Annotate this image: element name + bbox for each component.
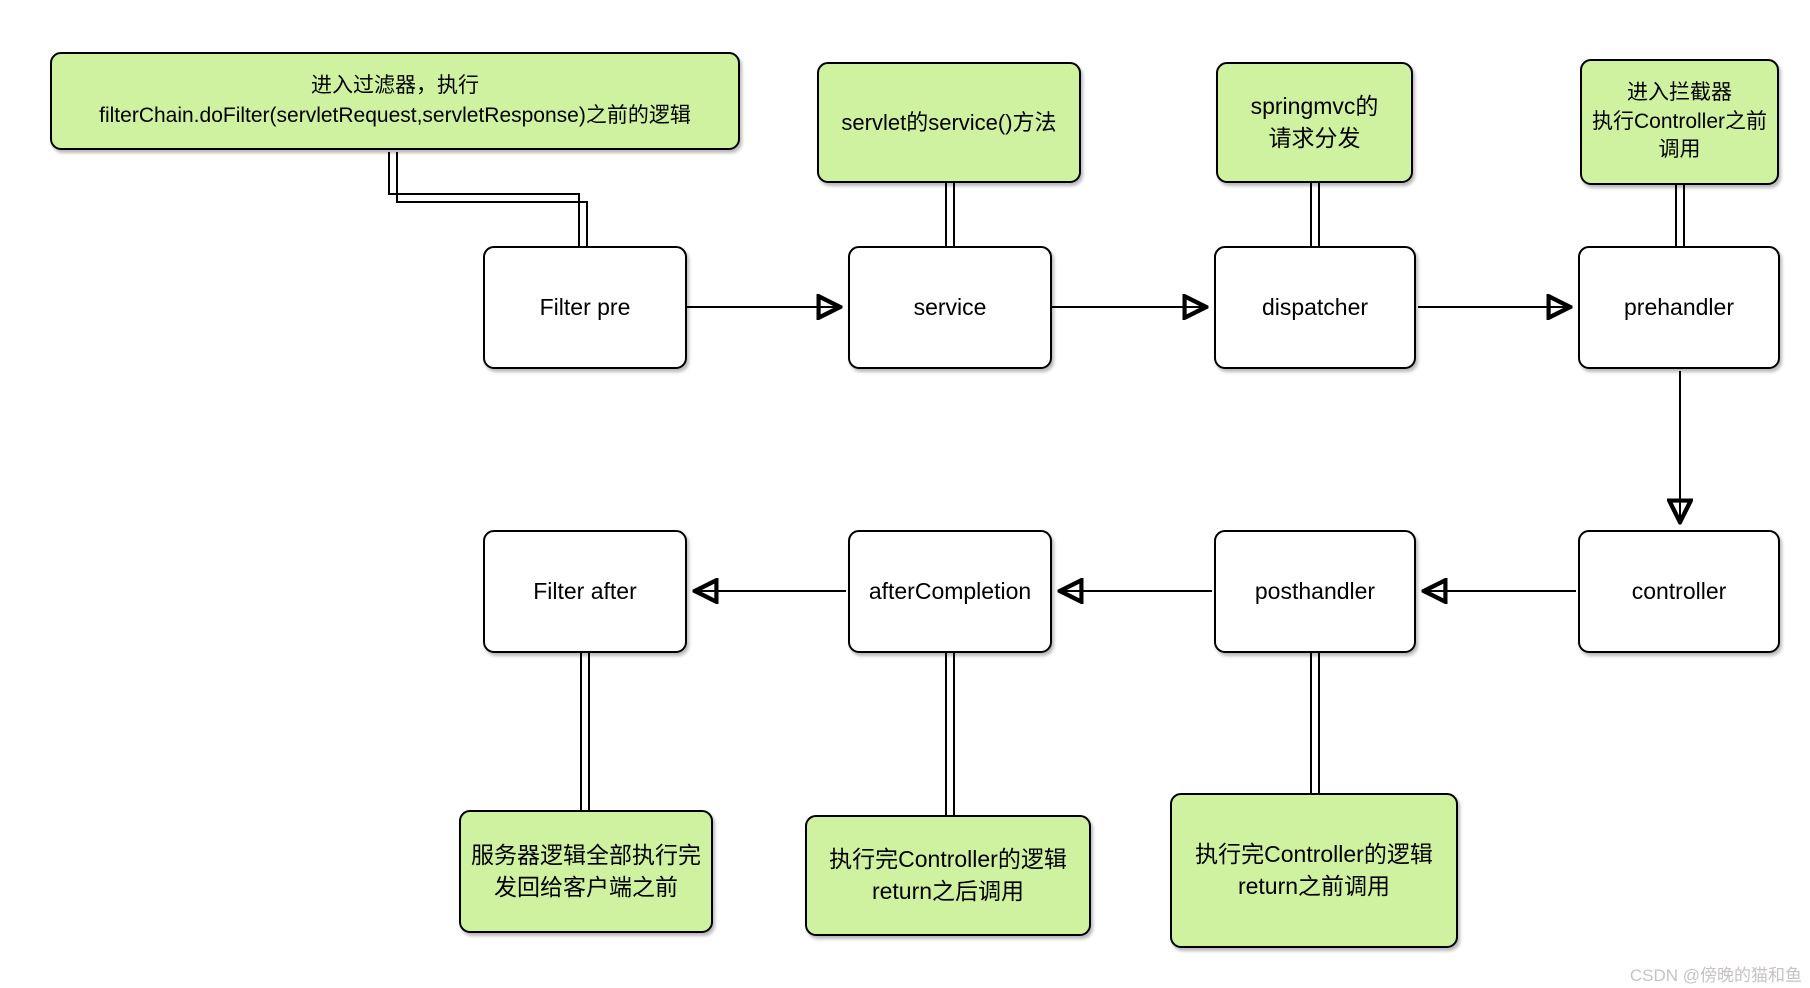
edge-note-aftercompletion-link bbox=[945, 653, 955, 815]
node-filter-pre: Filter pre bbox=[483, 246, 687, 369]
node-service: service bbox=[848, 246, 1052, 369]
edge-note-dispatcher-link bbox=[1310, 183, 1320, 246]
annotation-prehandler: 进入拦截器 执行Controller之前 调用 bbox=[1580, 59, 1779, 185]
edge-note-prehandler-link bbox=[1675, 185, 1685, 246]
edge-note-service-link bbox=[945, 183, 955, 246]
annotation-dispatcher: springmvc的 请求分发 bbox=[1216, 62, 1413, 183]
annotation-posthandler: 执行完Controller的逻辑 return之前调用 bbox=[1170, 793, 1458, 948]
csdn-watermark: CSDN @傍晚的猫和鱼 bbox=[1629, 966, 1802, 985]
edge-note-filterpre-link bbox=[388, 152, 588, 246]
edge-note-posthandler-link bbox=[1310, 653, 1320, 793]
node-filter-after: Filter after bbox=[483, 530, 687, 653]
node-controller: controller bbox=[1578, 530, 1780, 653]
node-after-completion: afterCompletion bbox=[848, 530, 1052, 653]
annotation-after-completion: 执行完Controller的逻辑 return之后调用 bbox=[805, 815, 1091, 936]
annotation-filter-after: 服务器逻辑全部执行完 发回给客户端之前 bbox=[459, 810, 713, 933]
edge-note-filterafter-link bbox=[580, 653, 590, 810]
node-posthandler: posthandler bbox=[1214, 530, 1416, 653]
annotation-filter-pre: 进入过滤器，执行 filterChain.doFilter(servletReq… bbox=[50, 52, 740, 150]
node-dispatcher: dispatcher bbox=[1214, 246, 1416, 369]
node-prehandler: prehandler bbox=[1578, 246, 1780, 369]
annotation-service: servlet的service()方法 bbox=[817, 62, 1081, 183]
